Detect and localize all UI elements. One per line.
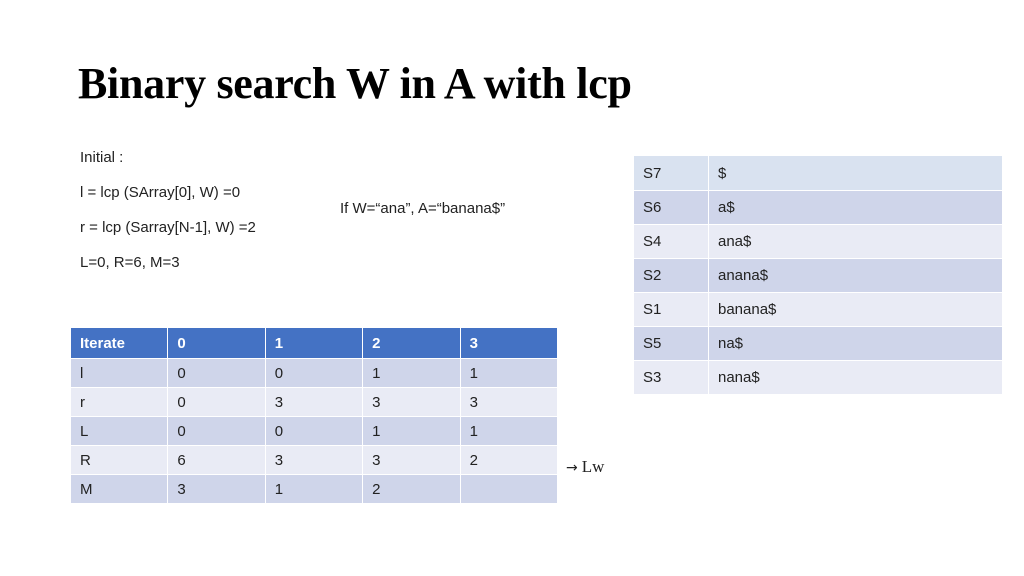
table-cell: 3 — [264, 387, 364, 417]
header-cell: 0 — [167, 327, 266, 359]
table-cell: 3 — [459, 387, 559, 417]
table-row: S4 ana$ — [633, 224, 1003, 259]
table-cell: 1 — [264, 474, 364, 504]
slide-title: Binary search W in A with lcp — [78, 59, 632, 108]
table-cell: 2 — [459, 445, 559, 475]
table-cell: 0 — [167, 416, 266, 446]
table-row: r 0 3 3 3 — [69, 387, 559, 417]
table-row: M 3 1 2 — [69, 474, 559, 504]
table-cell: 0 — [264, 358, 364, 388]
table-row: S1 banana$ — [633, 292, 1003, 327]
table-cell: 3 — [362, 387, 461, 417]
right-arrow-icon: → — [566, 460, 578, 476]
initial-line-r: r = lcp (Sarray[N-1], W) =2 — [80, 219, 256, 236]
header-cell: 2 — [362, 327, 461, 359]
table-row: l 0 0 1 1 — [69, 358, 559, 388]
table-cell: 1 — [362, 416, 461, 446]
table-cell: 3 — [167, 474, 266, 504]
table-row: S3 nana$ — [633, 360, 1003, 395]
header-cell: Iterate — [69, 327, 169, 359]
header-cell: 3 — [459, 327, 559, 359]
suffix-index: S2 — [633, 258, 709, 293]
table-cell: 1 — [362, 358, 461, 388]
suffix-index: S5 — [633, 326, 709, 361]
initial-conditions: Initial : l = lcp (SArray[0], W) =0 r = … — [80, 147, 256, 287]
suffix-string: ana$ — [708, 224, 1003, 259]
suffix-string: na$ — [708, 326, 1003, 361]
table-cell: 0 — [167, 387, 266, 417]
table-cell: 1 — [459, 358, 559, 388]
suffix-string: nana$ — [708, 360, 1003, 395]
initial-line-lrm: L=0, R=6, M=3 — [80, 254, 180, 271]
table-row: S6 a$ — [633, 190, 1003, 225]
result-annotation: →Lw — [566, 456, 604, 479]
table-row: S5 na$ — [633, 326, 1003, 361]
suffix-string: $ — [708, 155, 1003, 191]
table-row: S7 $ — [633, 155, 1003, 191]
suffix-index: S4 — [633, 224, 709, 259]
table-cell: 0 — [264, 416, 364, 446]
row-label: R — [69, 445, 169, 475]
suffix-array-table: S7 $ S6 a$ S4 ana$ S2 anana$ S1 banana$ … — [633, 155, 1003, 395]
table-cell: 1 — [459, 416, 559, 446]
iteration-table-header: Iterate 0 1 2 3 — [69, 327, 559, 359]
initial-line-l: l = lcp (SArray[0], W) =0 — [80, 184, 241, 201]
table-cell — [459, 474, 559, 504]
iteration-table: Iterate 0 1 2 3 l 0 0 1 1 r 0 3 3 3 L 0 … — [69, 327, 559, 504]
table-row: R 6 3 3 2 — [69, 445, 559, 475]
table-cell: 0 — [167, 358, 266, 388]
table-row: S2 anana$ — [633, 258, 1003, 293]
suffix-string: a$ — [708, 190, 1003, 225]
table-row: L 0 0 1 1 — [69, 416, 559, 446]
suffix-index: S1 — [633, 292, 709, 327]
result-label: Lw — [581, 457, 605, 476]
row-label: r — [69, 387, 169, 417]
suffix-index: S7 — [633, 155, 709, 191]
row-label: M — [69, 474, 169, 504]
initial-heading: Initial : — [80, 149, 124, 166]
suffix-index: S6 — [633, 190, 709, 225]
suffix-string: anana$ — [708, 258, 1003, 293]
table-cell: 6 — [167, 445, 266, 475]
table-cell: 2 — [362, 474, 461, 504]
example-statement: If W=“ana”, A=“banana$” — [340, 200, 506, 217]
table-cell: 3 — [362, 445, 461, 475]
suffix-string: banana$ — [708, 292, 1003, 327]
row-label: l — [69, 358, 169, 388]
row-label: L — [69, 416, 169, 446]
header-cell: 1 — [264, 327, 364, 359]
suffix-index: S3 — [633, 360, 709, 395]
table-cell: 3 — [264, 445, 364, 475]
